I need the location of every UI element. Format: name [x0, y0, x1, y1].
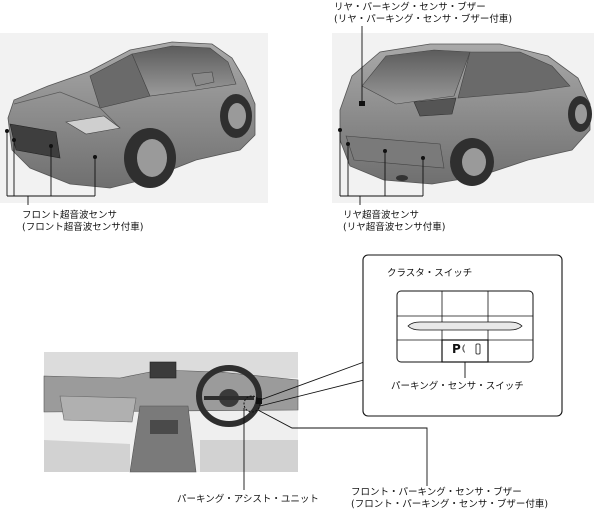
front-sensor-label: フロント超音波センサ (フロント超音波センサ付車): [22, 210, 143, 234]
rear-sensor-leaders: [339, 130, 424, 205]
parking-sensor-switch-label: パーキング・センサ・スイッチ: [391, 381, 524, 392]
front-buzzer-label: フロント・パーキング・センサ・ブザー (フロント・パーキング・センサ・ブザー付車…: [351, 487, 548, 511]
cluster-switch-label: クラスタ・スイッチ: [387, 268, 473, 279]
rear-sensor-label-line1: リヤ超音波センサ: [343, 210, 420, 221]
rear-buzzer-label-line2: (リヤ・パーキング・センサ・ブザー付車): [334, 14, 513, 25]
cluster-switch-detail: [362, 254, 563, 417]
interior-leaders: [243, 361, 428, 490]
rear-buzzer-label: リヤ・パーキング・センサ・ブザー (リヤ・パーキング・センサ・ブザー付車): [334, 2, 512, 26]
rear-buzzer-label-line1: リヤ・パーキング・センサ・ブザー: [334, 2, 486, 13]
interior-photo: [43, 352, 299, 473]
parking-assist-unit-label: パーキング・アシスト・ユニット: [177, 494, 319, 505]
front-buzzer-label-line1: フロント・パーキング・センサ・ブザー: [351, 487, 522, 498]
rear-car-photo: [332, 33, 594, 203]
front-sensor-label-line2: (フロント超音波センサ付車): [22, 222, 144, 233]
switch-p-symbol: P: [452, 342, 461, 356]
front-car-photo: [0, 33, 268, 203]
front-buzzer-label-line2: (フロント・パーキング・センサ・ブザー付車): [351, 499, 549, 510]
sensor-wave-icon: ⦅: [462, 343, 466, 354]
front-sensor-label-line1: フロント超音波センサ: [22, 210, 118, 221]
rear-sensor-label: リヤ超音波センサ (リヤ超音波センサ付車): [343, 210, 445, 234]
rear-sensor-label-line2: (リヤ超音波センサ付車): [343, 222, 446, 233]
front-sensor-leaders: [6, 131, 96, 205]
